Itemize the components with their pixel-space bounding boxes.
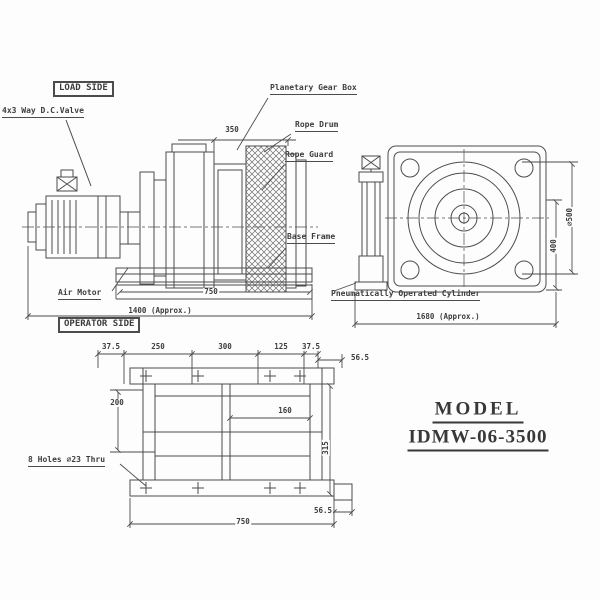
dim-overall-length-plan: 750 [235,516,251,527]
dim-chain-5: 37.5 [300,341,322,352]
dim-chain-1: 37.5 [100,341,122,352]
rope-drum-label: Rope Drum [295,120,339,132]
plan-view-drawing [129,367,353,501]
pneumatic-cylinder-label: Pneumatically Operated Cylinder [331,289,481,301]
dim-drum-flange-dia: ⌀500 [564,206,575,228]
dim-overall-length-side: 1400 (Approx.) [127,305,193,316]
load-side-label: LOAD SIDE [53,81,114,97]
dim-base-length: 750 [203,286,219,297]
front-view-dimension-lines [351,160,578,328]
dim-right-offset-top: 56.5 [349,352,371,363]
rope-guard-label: Rope Guard [285,150,334,162]
dim-chain-3: 300 [217,341,233,352]
plan-view-dimension-lines [94,350,356,528]
dim-side-height: 315 [320,440,331,456]
side-view-dimension-lines [24,136,316,320]
dim-drum-width: 350 [224,124,240,135]
model-label: MODEL [432,399,524,424]
model-title-block: MODEL IDMW-06-3500 [407,399,549,452]
operator-side-label: OPERATOR SIDE [58,317,141,333]
dim-cylinder-height: 400 [548,238,559,254]
model-number: IDMW-06-3500 [407,427,549,452]
holes-note-label: 8 Holes ⌀23 Thru [28,455,106,467]
front-view-drawing [354,145,549,293]
dim-chain-2: 250 [150,341,166,352]
air-motor-label: Air Motor [58,288,102,300]
dim-overall-width-front: 1680 (Approx.) [415,311,481,322]
base-frame-label: Base Frame [287,232,336,244]
dim-left-width: 200 [109,397,125,408]
dim-inner-width: 160 [277,405,293,416]
dim-chain-4: 125 [273,341,289,352]
callout-leader-lines [119,97,357,487]
dc-valve-label: 4x3 Way D.C.Valve [2,106,84,118]
planetary-gear-box-label: Planetary Gear Box [270,83,357,95]
dim-right-offset-bottom: 56.5 [312,505,334,516]
